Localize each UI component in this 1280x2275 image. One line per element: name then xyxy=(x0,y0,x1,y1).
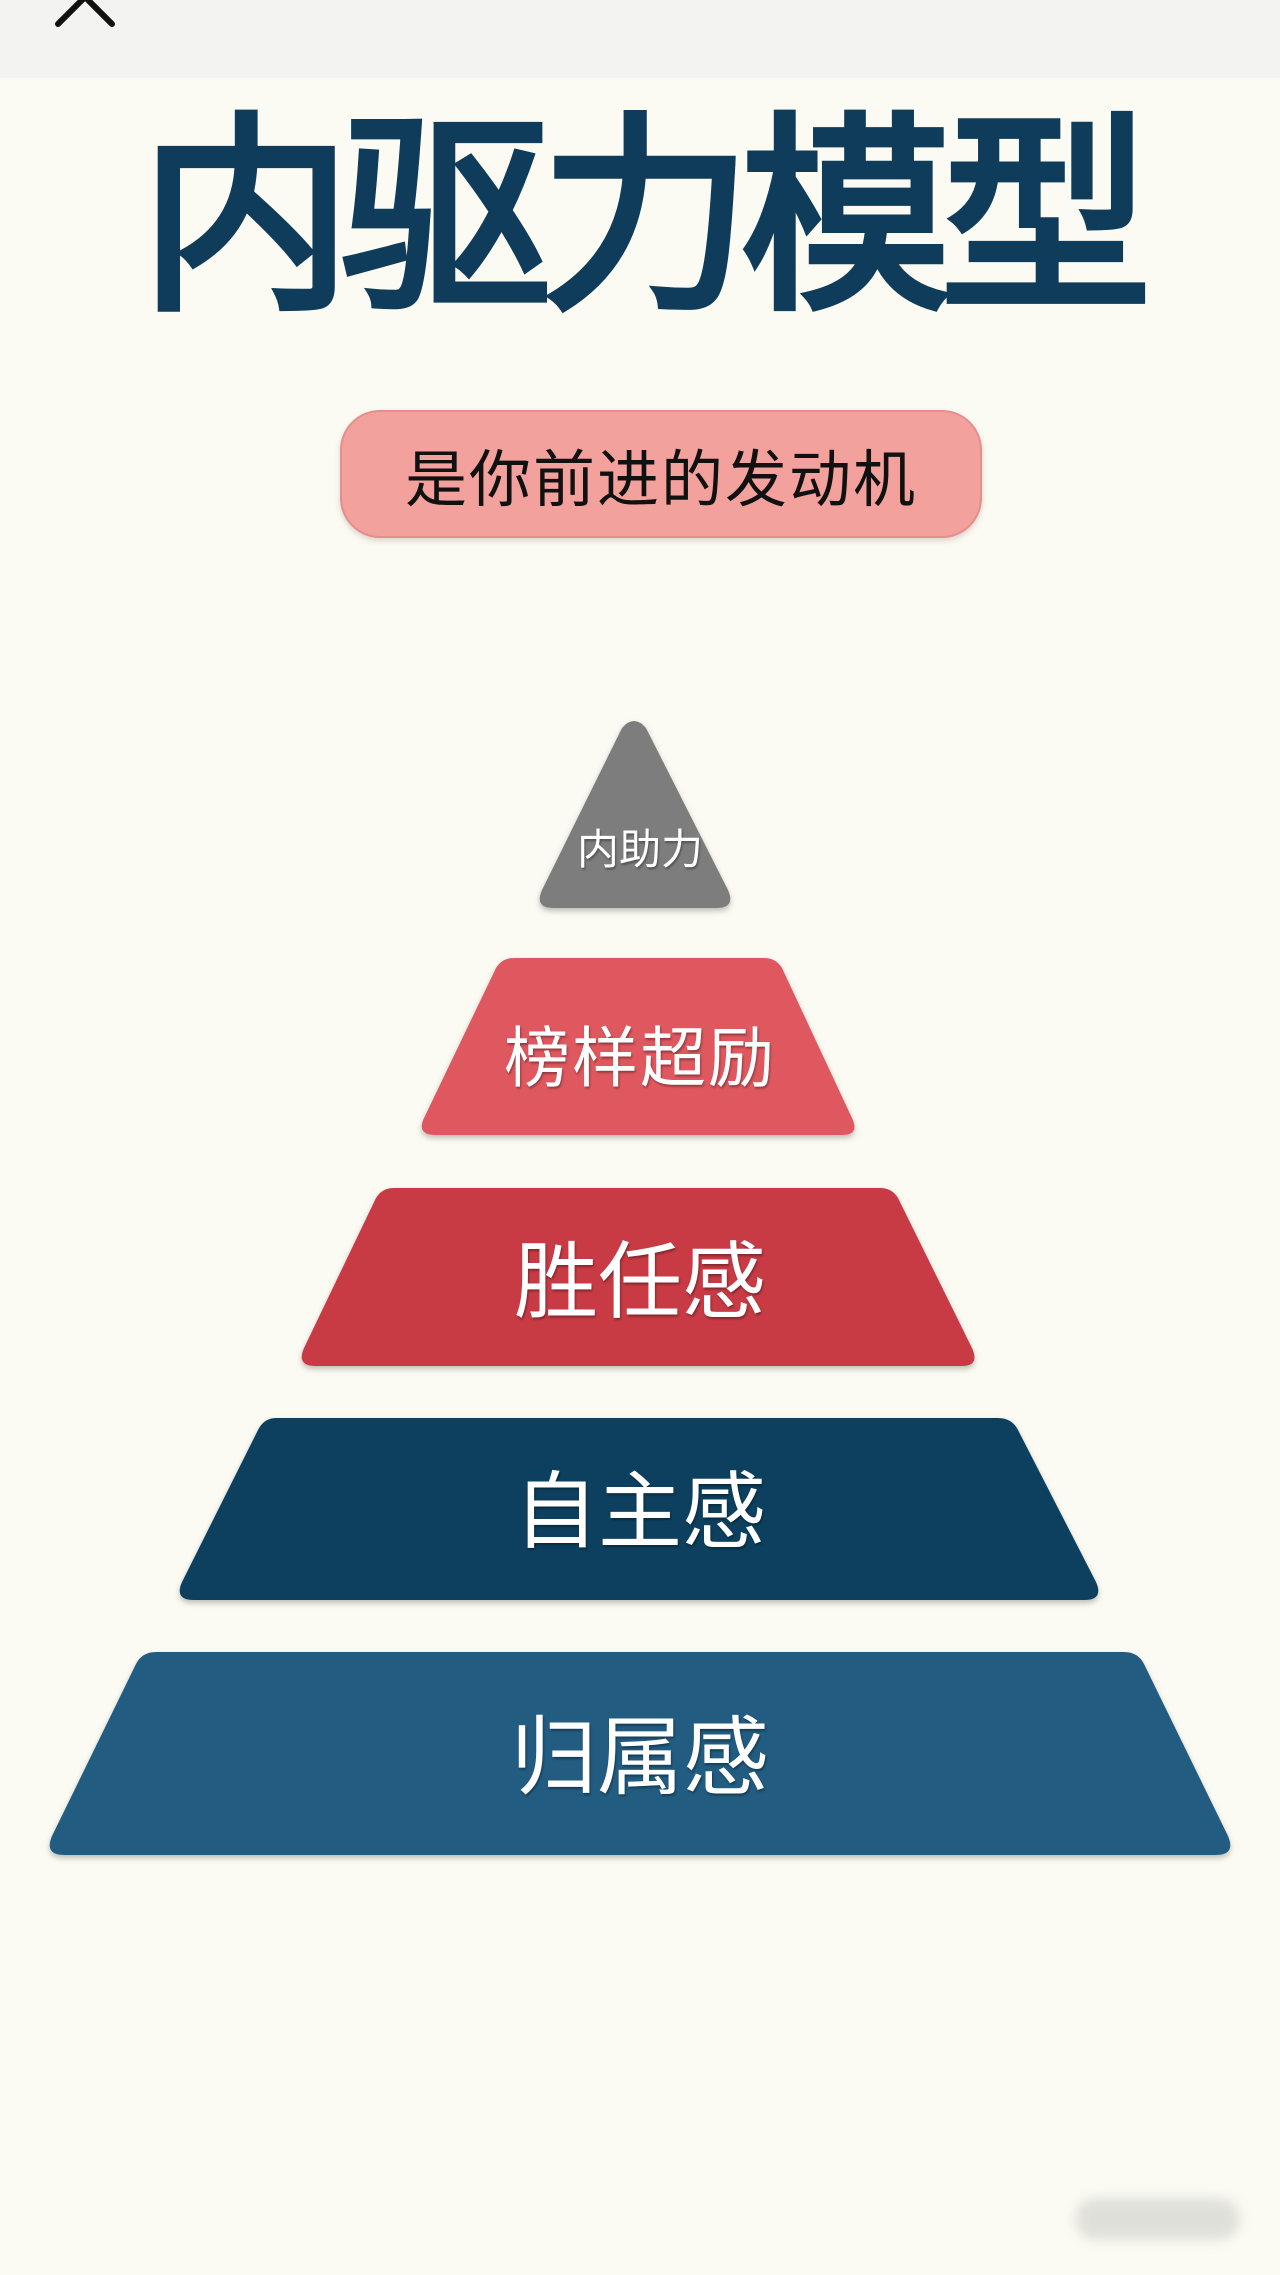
page-title: 内驱力模型 xyxy=(140,94,1152,341)
top-bar xyxy=(0,0,1280,78)
subtitle-text: 是你前进的发动机 xyxy=(404,443,917,516)
pyramid-layer-4-shape xyxy=(179,1418,1099,1600)
pyramid-layer-2-label: 榜样超励 xyxy=(504,1020,776,1097)
pyramid-layer-3-label: 胜任感 xyxy=(513,1233,766,1331)
close-icon[interactable] xyxy=(50,0,120,28)
pyramid-layer-1-shape xyxy=(539,721,731,908)
pyramid-layer-2-shape xyxy=(421,958,855,1135)
pyramid-layer-3-shape xyxy=(301,1188,975,1366)
pyramid-layer-1-label: 内助力 xyxy=(576,825,703,874)
pyramid-layer-5-shape xyxy=(49,1652,1231,1855)
pyramid-layer-4-label: 自主感 xyxy=(513,1463,766,1561)
subtitle-pill: 是你前进的发动机 xyxy=(340,410,982,538)
pyramid-layer-5-label: 归属感 xyxy=(511,1708,769,1808)
watermark xyxy=(1075,2198,1240,2240)
